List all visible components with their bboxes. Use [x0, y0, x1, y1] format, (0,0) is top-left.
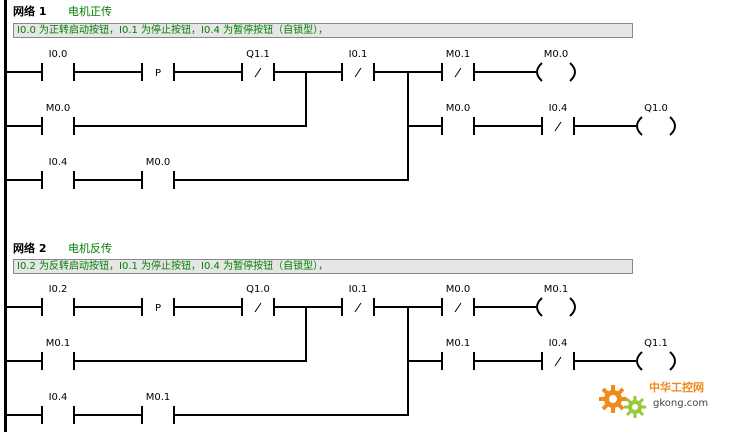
n1-start-contact-address: I0.0 — [49, 49, 68, 60]
n1-output-coil-address: Q1.0 — [644, 103, 668, 114]
n2-hold-contact[interactable]: M0.1 — [41, 338, 75, 370]
network-1-title: 电机正传 — [67, 5, 112, 18]
n1-pause-state-contact-address: M0.0 — [146, 157, 171, 168]
network-2-label: 网络 2 — [13, 242, 47, 255]
n1-output-contact-address: M0.0 — [446, 103, 471, 114]
network-1-label: 网络 1 — [13, 5, 47, 18]
n1-hold-contact[interactable]: M0.0 — [41, 103, 75, 135]
n1-output-contact[interactable]: M0.0 — [441, 103, 475, 135]
gear-icon — [599, 385, 646, 418]
n1-pause-contact-address: I0.4 — [549, 103, 568, 114]
network-1-comment[interactable]: I0.0 为正转启动按钮，I0.1 为停止按钮，I0.4 为暂停按钮（自锁型）， — [13, 23, 633, 38]
n2-interlock-contact[interactable]: Q1.0 — [241, 284, 275, 316]
n1-pause-hold-contact[interactable]: I0.4 — [41, 157, 75, 189]
n1-state-coil-address: M0.0 — [544, 49, 569, 60]
watermark-url: gkong.com — [653, 398, 708, 409]
n2-output-coil[interactable]: Q1.1 — [636, 338, 676, 371]
network-2-header[interactable]: 网络 2 电机反传 — [13, 240, 112, 256]
n1-pulse-contact[interactable]: P — [141, 63, 175, 81]
left-power-rail — [4, 0, 7, 432]
network-2-comment[interactable]: I0.2 为反转启动按钮，I0.1 为停止按钮，I0.4 为暂停按钮（自锁型）， — [13, 259, 633, 274]
n2-state-contact-address: M0.0 — [446, 284, 471, 295]
n1-state-contact[interactable]: M0.1 — [441, 49, 475, 81]
n2-pause-hold-contact-address: I0.4 — [49, 392, 68, 403]
n1-stop-contact[interactable]: I0.1 — [341, 49, 375, 81]
n1-output-coil[interactable]: Q1.0 — [636, 103, 676, 136]
n2-interlock-contact-address: Q1.0 — [246, 284, 270, 295]
n2-pause-hold-contact[interactable]: I0.4 — [41, 392, 75, 424]
n2-output-coil-address: Q1.1 — [644, 338, 668, 349]
gkong-watermark: 中华工控网 gkong.com — [599, 380, 708, 418]
n2-state-coil[interactable]: M0.1 — [536, 284, 576, 317]
n2-output-contact[interactable]: M0.1 — [441, 338, 475, 370]
n2-output-contact-address: M0.1 — [446, 338, 471, 349]
n2-pause-state-contact-address: M0.1 — [146, 392, 171, 403]
n2-pause-state-contact[interactable]: M0.1 — [141, 392, 175, 424]
n1-stop-contact-address: I0.1 — [349, 49, 368, 60]
n1-state-contact-address: M0.1 — [446, 49, 471, 60]
n2-stop-contact[interactable]: I0.1 — [341, 284, 375, 316]
n2-pause-contact-address: I0.4 — [549, 338, 568, 349]
n1-interlock-contact-address: Q1.1 — [246, 49, 270, 60]
n2-state-contact[interactable]: M0.0 — [441, 284, 475, 316]
watermark-name: 中华工控网 — [649, 380, 704, 394]
network-2-title: 电机反传 — [67, 242, 112, 255]
n2-start-contact[interactable]: I0.2 — [41, 284, 75, 316]
n1-hold-contact-address: M0.0 — [46, 103, 71, 114]
n2-hold-contact-address: M0.1 — [46, 338, 71, 349]
n2-pulse-contact[interactable]: P — [141, 298, 175, 316]
n2-pulse-contact-type: P — [155, 303, 161, 314]
n2-start-contact-address: I0.2 — [49, 284, 68, 295]
n1-state-coil[interactable]: M0.0 — [536, 49, 576, 82]
n2-state-coil-address: M0.1 — [544, 284, 569, 295]
network-1-header[interactable]: 网络 1 电机正传 — [13, 3, 112, 19]
n2-pause-contact[interactable]: I0.4 — [541, 338, 575, 370]
n1-pause-contact[interactable]: I0.4 — [541, 103, 575, 135]
n1-interlock-contact[interactable]: Q1.1 — [241, 49, 275, 81]
n2-stop-contact-address: I0.1 — [349, 284, 368, 295]
n1-start-contact[interactable]: I0.0 — [41, 49, 75, 81]
n1-pulse-contact-type: P — [155, 68, 161, 79]
n1-pause-hold-contact-address: I0.4 — [49, 157, 68, 168]
n1-pause-state-contact[interactable]: M0.0 — [141, 157, 175, 189]
